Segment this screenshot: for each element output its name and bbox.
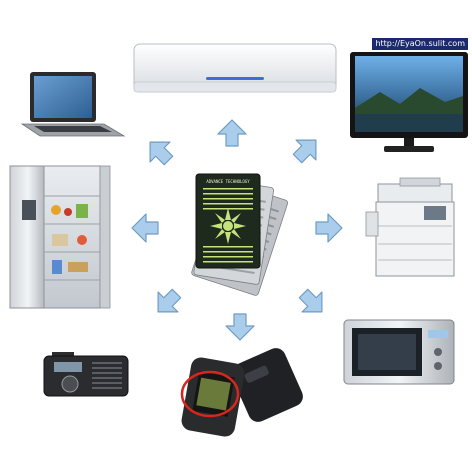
arrow-right-icon xyxy=(315,213,343,243)
radiation-shield-cards: ADVANCE TECHNOLOGY xyxy=(191,173,289,296)
radio xyxy=(43,352,129,397)
arrow-down-icon xyxy=(225,313,255,341)
refrigerator xyxy=(9,165,111,309)
arrow-up-icon xyxy=(217,119,247,147)
watermark: http://EyaOn.sulit.com xyxy=(372,38,468,50)
air-conditioner xyxy=(133,43,337,93)
highlight-ring-icon xyxy=(180,370,240,418)
arrow-down-left-icon xyxy=(147,283,187,323)
arrow-left-icon xyxy=(131,213,159,243)
arrow-up-right-icon xyxy=(287,129,327,169)
emitter-icon xyxy=(210,208,246,244)
microwave-oven xyxy=(343,319,455,385)
mobile-phone xyxy=(180,348,303,437)
arrow-down-right-icon xyxy=(293,283,333,323)
laptop xyxy=(20,72,126,137)
television xyxy=(350,52,468,152)
card-heading: ADVANCE TECHNOLOGY xyxy=(206,179,250,184)
arrow-up-left-icon xyxy=(139,131,179,171)
photocopier xyxy=(365,177,455,277)
